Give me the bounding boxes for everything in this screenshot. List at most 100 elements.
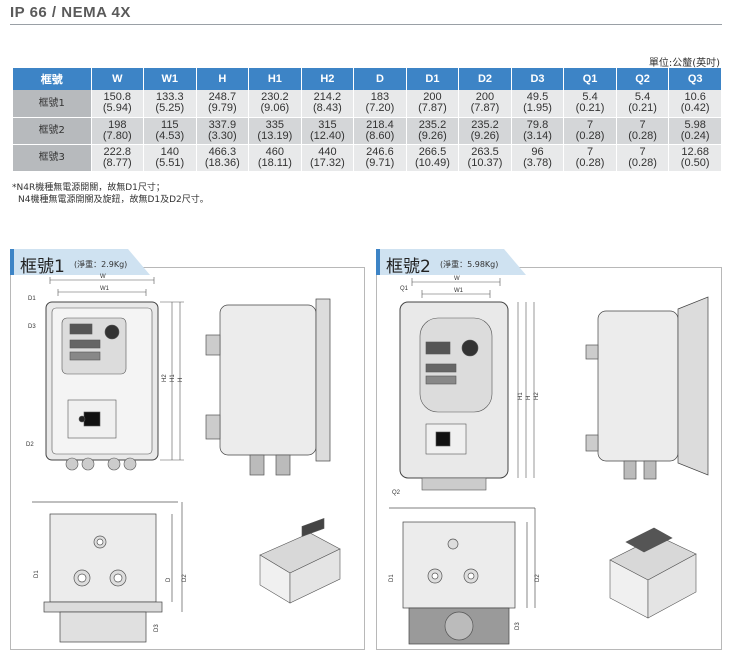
frame2-front-view: W W1 Q1 Q2 H1 H H2: [392, 276, 540, 496]
table-cell: 49.5(1.95): [511, 90, 565, 118]
cell-mm-value: 150.8: [103, 91, 132, 104]
page-title: IP 66 / NEMA 4X: [10, 4, 131, 21]
table-cell: 335(13.19): [248, 117, 302, 145]
cell-mm-value: 235.2: [471, 118, 499, 131]
cell-mm-value: 315: [318, 118, 337, 131]
table-header-row: 框號 W W1 H H1 H2 D D1 D2 D3 Q1 Q2 Q3: [13, 68, 722, 90]
frame1-d1-label: D1: [28, 296, 36, 302]
cell-mm-value: 246.6: [366, 145, 394, 158]
column-header: D2: [458, 68, 512, 90]
cell-inch-value: (8.60): [365, 129, 395, 142]
cell-mm-value: 218.4: [366, 118, 394, 131]
frame2-side-view: [585, 296, 709, 480]
frame1-bottom-view: D1 D D2 D3: [32, 501, 188, 643]
frame1-weight: (淨重：2.9Kg): [74, 260, 128, 269]
cell-inch-value: (0.21): [575, 102, 605, 115]
frame1-iso-view: [259, 518, 341, 604]
frame1-title: 框號1: [20, 257, 65, 277]
cell-inch-value: (0.28): [628, 129, 657, 142]
cell-mm-value: 230.2: [261, 91, 289, 104]
frame1-side-view: [205, 298, 331, 476]
cell-mm-value: 214.2: [313, 91, 342, 104]
cell-inch-value: (3.14): [523, 129, 552, 142]
cell-inch-value: (0.50): [680, 156, 710, 169]
table-cell: 133.3(5.25): [143, 90, 197, 118]
frame2-iso-view: [609, 527, 697, 619]
cell-mm-value: 266.5: [418, 145, 447, 158]
cell-inch-value: (9.71): [365, 156, 395, 169]
frame2-bottom-view: D1 D2 D3: [389, 507, 541, 645]
table-cell: 466.3(18.36): [196, 144, 250, 172]
cell-mm-value: 460: [265, 145, 285, 158]
cell-mm-value: 115: [161, 118, 179, 131]
frame1-side-d1-label: D1: [34, 570, 40, 578]
cell-inch-value: (18.36): [204, 156, 240, 169]
cell-mm-value: 440: [318, 145, 337, 158]
cell-inch-value: (9.26): [418, 129, 447, 142]
cell-mm-value: 7: [639, 118, 646, 131]
cell-inch-value: (5.25): [155, 102, 185, 115]
row-label: 框號3: [13, 144, 92, 172]
cell-inch-value: (7.87): [418, 102, 447, 115]
frame1-side-d2-label: D2: [182, 574, 188, 582]
frame1-side-d3-label: D3: [154, 624, 160, 632]
cell-inch-value: (9.79): [207, 102, 237, 115]
cell-inch-value: (13.19): [257, 129, 293, 142]
cell-inch-value: (18.11): [257, 156, 292, 169]
column-header: D: [353, 68, 407, 90]
table-cell: 263.5(10.37): [458, 144, 512, 172]
cell-inch-value: (0.28): [628, 156, 657, 169]
frame2-side-d2-label: D2: [535, 574, 541, 582]
frame2-title: 框號2: [386, 257, 431, 277]
footnote-line-2: N4機種無電源開關及旋鈕，故無D1及D2尺寸。: [18, 195, 209, 205]
frame2-w-label: W: [454, 276, 460, 282]
column-header: 框號: [13, 68, 92, 90]
cell-inch-value: (7.20): [365, 102, 395, 115]
cell-mm-value: 12.68: [681, 145, 709, 158]
frame2-h-label: H: [526, 396, 532, 400]
frame2-q2-label: Q2: [392, 490, 401, 496]
column-header: W1: [143, 68, 197, 90]
cell-inch-value: (1.95): [523, 102, 552, 115]
table-cell: 5.4(0.21): [616, 90, 670, 118]
cell-mm-value: 5.4: [582, 91, 598, 104]
table-cell: 183(7.20): [353, 90, 407, 118]
table-cell: 5.4(0.21): [563, 90, 617, 118]
table-cell: 246.6(9.71): [353, 144, 407, 172]
table-cell: 218.4(8.60): [353, 117, 407, 145]
table-cell: 10.6(0.42): [668, 90, 722, 118]
cell-mm-value: 7: [586, 145, 594, 158]
cell-inch-value: (0.21): [628, 102, 657, 115]
table-cell: 460(18.11): [248, 144, 302, 172]
column-header: D3: [511, 68, 565, 90]
frame1-d3-label: D3: [28, 324, 36, 330]
cell-mm-value: 198: [108, 118, 127, 131]
table-cell: 222.8(8.77): [91, 144, 145, 172]
table-cell: 150.8(5.94): [91, 90, 145, 118]
cell-inch-value: (8.77): [102, 156, 132, 169]
table-cell: 7(0.28): [563, 144, 617, 172]
cell-mm-value: 96: [531, 145, 544, 158]
table-cell: 79.8(3.14): [511, 117, 565, 145]
cell-inch-value: (7.87): [470, 102, 500, 115]
footnote-line-1: *N4R機種無電源開關，故無D1尺寸；: [12, 183, 165, 193]
cell-inch-value: (4.53): [155, 129, 185, 142]
cell-inch-value: (8.43): [313, 102, 342, 115]
unit-note: 單位:公釐(英吋): [648, 58, 720, 69]
table-cell: 140(5.51): [143, 144, 197, 172]
cell-inch-value: (9.26): [470, 129, 500, 142]
table-cell: 266.5(10.49): [406, 144, 460, 172]
cell-mm-value: 133.3: [156, 91, 184, 104]
frame1-front-view: W W1 D1 D3 D2 H2 H1 H: [26, 274, 184, 471]
frame1-w1-label: W1: [100, 286, 110, 292]
column-header: D1: [406, 68, 460, 90]
table-cell: 214.2(8.43): [301, 90, 355, 118]
cell-inch-value: (3.78): [523, 156, 552, 169]
cell-inch-value: (10.37): [467, 156, 503, 169]
frame2-tab: 框號2 (淨重：5.98Kg): [376, 249, 526, 275]
frame2-h2-label: H2: [534, 392, 540, 400]
table-cell: 96(3.78): [511, 144, 565, 172]
cell-inch-value: (12.40): [309, 129, 345, 142]
